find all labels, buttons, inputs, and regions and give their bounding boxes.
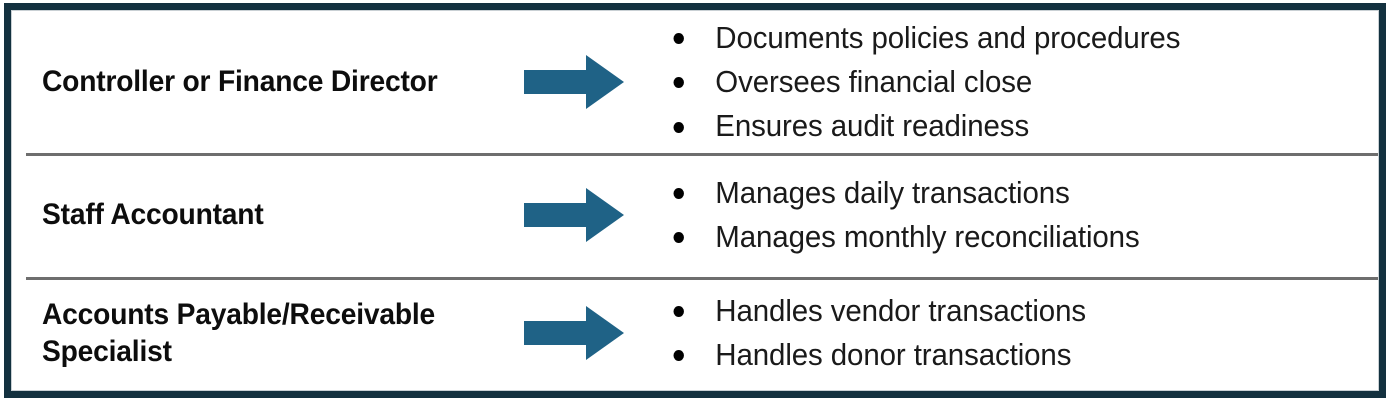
bullet-dot-icon xyxy=(673,232,684,244)
diagram-rows: Controller or Finance Director Documents… xyxy=(12,11,1378,390)
table-row: Staff Accountant Manages daily transacti… xyxy=(12,153,1378,277)
list-item-label: Handles donor transactions xyxy=(715,337,1072,372)
role-cell: Controller or Finance Director xyxy=(12,63,524,101)
bullet-dot-icon xyxy=(673,32,684,44)
list-item-label: Documents policies and procedures xyxy=(715,19,1181,55)
responsibility-list: Manages daily transactions Manages month… xyxy=(664,171,1368,260)
bullet-dot-icon xyxy=(673,121,684,133)
list-item: Manages monthly reconciliations xyxy=(664,215,1333,259)
list-item: Manages daily transactions xyxy=(664,171,1333,215)
arrow-cell xyxy=(524,53,652,111)
list-item: Ensures audit readiness xyxy=(664,104,1333,148)
bullet-dot-icon xyxy=(673,188,684,200)
arrow-cell xyxy=(524,186,652,244)
responsibilities-cell: Documents policies and procedures Overse… xyxy=(652,16,1378,149)
responsibility-list: Documents policies and procedures Overse… xyxy=(664,16,1368,149)
list-item-label: Manages daily transactions xyxy=(715,174,1070,210)
list-item: Handles vendor transactions xyxy=(664,289,1333,333)
arrow-cell xyxy=(524,304,652,362)
list-item-label: Manages monthly reconciliations xyxy=(715,219,1140,254)
right-block-arrow-icon xyxy=(524,306,624,360)
table-row: Controller or Finance Director Documents… xyxy=(12,11,1378,153)
list-item-label: Oversees financial close xyxy=(715,63,1033,99)
list-item: Oversees financial close xyxy=(664,60,1333,104)
bullet-dot-icon xyxy=(673,77,684,89)
role-cell: Staff Accountant xyxy=(12,196,524,234)
role-cell: Accounts Payable/Receivable Specialist xyxy=(12,296,524,371)
responsibility-list: Handles vendor transactions Handles dono… xyxy=(664,289,1368,378)
list-item: Handles donor transactions xyxy=(664,333,1333,377)
right-block-arrow-icon xyxy=(524,188,624,242)
table-row: Accounts Payable/Receivable Specialist H… xyxy=(12,277,1378,389)
bullet-dot-icon xyxy=(673,306,684,318)
list-item-label: Ensures audit readiness xyxy=(715,108,1030,144)
row-divider xyxy=(26,153,1378,156)
row-divider xyxy=(26,277,1378,280)
role-label: Staff Accountant xyxy=(42,198,264,232)
bullet-dot-icon xyxy=(673,350,684,362)
list-item: Documents policies and procedures xyxy=(664,16,1333,60)
responsibilities-cell: Handles vendor transactions Handles dono… xyxy=(652,289,1378,378)
list-item-label: Handles vendor transactions xyxy=(715,292,1086,328)
role-label: Accounts Payable/Receivable Specialist xyxy=(42,297,436,369)
role-label: Controller or Finance Director xyxy=(42,65,438,99)
responsibilities-cell: Manages daily transactions Manages month… xyxy=(652,171,1378,260)
right-block-arrow-icon xyxy=(524,55,624,109)
